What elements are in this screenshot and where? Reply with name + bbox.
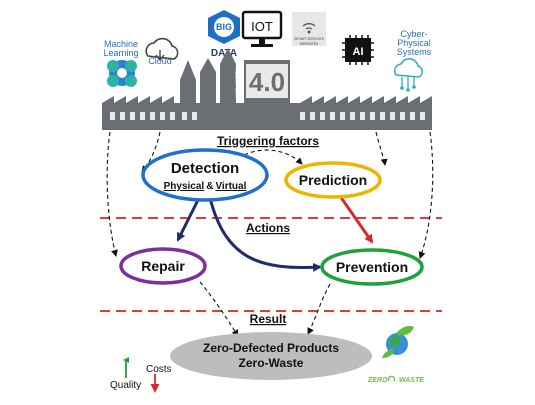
factory-to-detection-arrow (141, 131, 161, 173)
machine-learning-label-line1: Machine (104, 39, 138, 49)
repair-node (119, 247, 207, 285)
cps-cloud-icon (393, 58, 423, 92)
big-data-icon (208, 10, 240, 44)
detection-subtitle: Physical&Virtual (164, 181, 247, 192)
zero-waste-waste: WASTE (399, 377, 424, 384)
zero-waste-recycle-icon (387, 375, 396, 382)
prevention-label: Prevention (336, 259, 408, 275)
costs-label: Costs (146, 364, 172, 375)
cps-label-line1: Cyber- (400, 29, 427, 39)
cps-to-prevention-arrow (418, 131, 434, 259)
result-node (170, 332, 372, 380)
iot-label: IOT (251, 19, 273, 34)
smart-sensors-label-2: Networks (300, 41, 320, 46)
factory-silhouette (102, 48, 432, 130)
ai-chip-icon (342, 35, 374, 65)
big-data-big: BIG (216, 22, 232, 32)
earth-leaf-icon (382, 325, 414, 358)
prevention-node (320, 248, 424, 286)
prediction-node (284, 161, 382, 199)
detection-physical: Physical (164, 181, 205, 192)
repair-to-result-arrow (199, 281, 239, 337)
machine-learning-icon (107, 60, 137, 87)
prevention-to-result-arrow (307, 283, 331, 335)
industry-label: INDUSTRY (236, 67, 242, 97)
cloud-label: Cloud (148, 56, 172, 66)
triggering-factors-title: Triggering factors (217, 134, 319, 148)
ml-to-repair-arrow (106, 131, 118, 257)
cps-label-line3: Systems (397, 47, 432, 57)
zero-waste-zero: ZERO (367, 377, 388, 384)
result-title: Result (250, 312, 287, 326)
actions-title: Actions (246, 221, 290, 235)
detection-node (141, 148, 269, 202)
smart-sensors-label: Smart Sensors (294, 36, 325, 41)
detection-to-repair-arrow (176, 195, 202, 242)
detection-to-prevention-arrow (208, 197, 322, 272)
prediction-label: Prediction (299, 172, 367, 188)
result-line-1: Zero-Defected Products (203, 341, 339, 355)
detection-virtual: Virtual (215, 181, 246, 192)
cloud-icon (145, 37, 179, 62)
iot-monitor-icon (241, 10, 283, 47)
repair-label: Repair (141, 258, 185, 274)
ai-label: AI (353, 46, 364, 58)
smart-sensors-icon (292, 12, 326, 46)
big-data-data: DATA (211, 48, 237, 59)
result-line-2: Zero-Waste (239, 356, 304, 370)
cps-label-line2: Physical (397, 38, 431, 48)
prediction-to-prevention-arrow (338, 195, 374, 244)
quality-label: Quality (110, 380, 141, 391)
factory-to-prediction-arrow (375, 131, 388, 166)
detection-label: Detection (171, 160, 239, 177)
machine-learning-label-line2: Learning (103, 48, 138, 58)
industry-version: 4.0 (249, 67, 285, 97)
